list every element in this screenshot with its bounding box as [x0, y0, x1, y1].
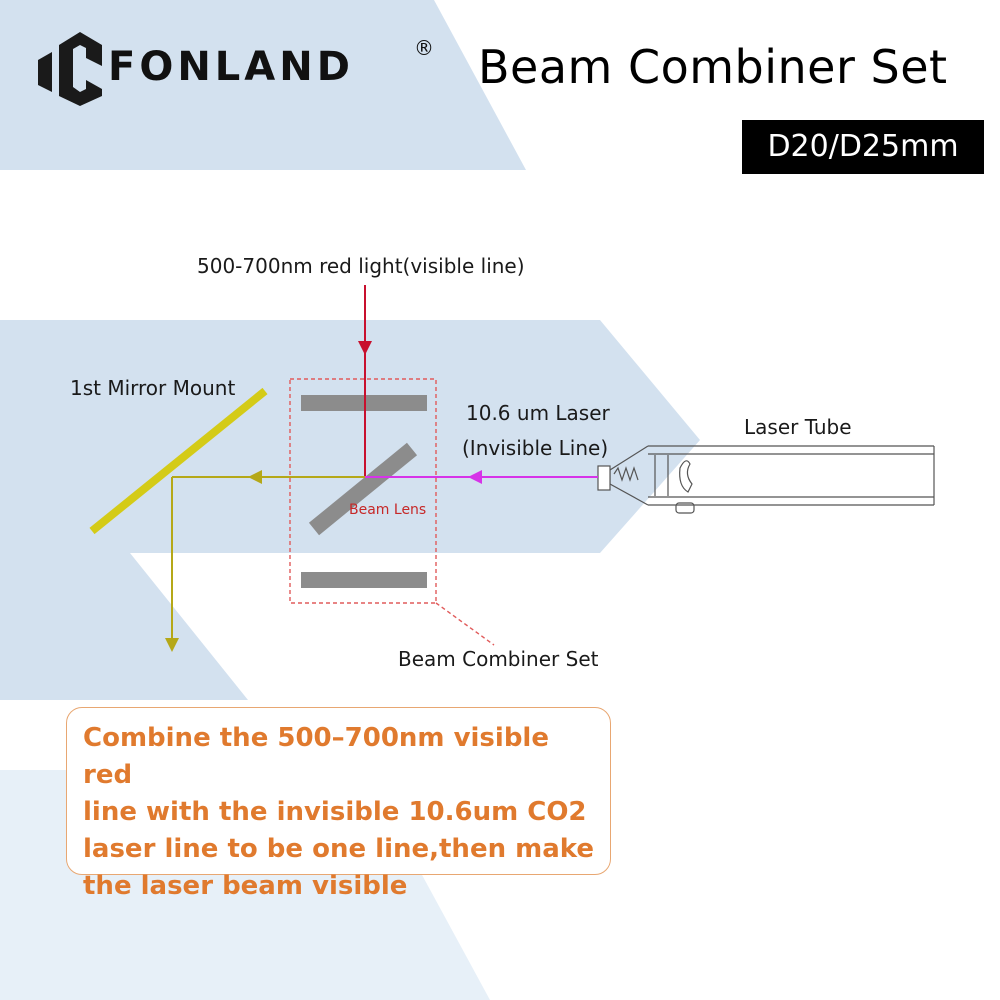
- red-light-label: 500-700nm red light(visible line): [197, 254, 525, 278]
- page-title: Beam Combiner Set: [478, 40, 948, 94]
- beam-lens-label: Beam Lens: [349, 502, 427, 518]
- brand-name: FONLAND: [108, 44, 354, 90]
- invisible-line-label: (Invisible Line): [462, 436, 609, 460]
- description-box: Combine the 500–700nm visible red line w…: [66, 707, 611, 901]
- size-badge: D20/D25mm: [742, 120, 984, 174]
- laser-tube: [597, 445, 935, 514]
- co2-beam-arrow: [468, 470, 482, 484]
- diagram-band: [0, 320, 700, 700]
- reflected-beam-arrow: [165, 638, 179, 652]
- combined-beam-arrow-left: [248, 470, 262, 484]
- bottom-window-plate: [301, 572, 427, 588]
- first-mirror: [89, 387, 268, 535]
- description-text: Combine the 500–700nm visible red line w…: [83, 723, 594, 901]
- header-band: [0, 0, 526, 170]
- red-beam-arrow: [358, 341, 372, 355]
- mirror-mount-label: 1st Mirror Mount: [70, 376, 236, 400]
- registered-mark: ®: [414, 36, 434, 60]
- beam-combiner-label: Beam Combiner Set: [398, 647, 599, 671]
- laser-tube-label: Laser Tube: [744, 415, 852, 439]
- beam-combiner-frame: [289, 378, 437, 604]
- beam-lens: [308, 442, 418, 536]
- co2-laser-label: 10.6 um Laser: [466, 401, 610, 425]
- beam-combiner-leader-line: [435, 602, 495, 646]
- fonland-logo-icon: [38, 32, 102, 106]
